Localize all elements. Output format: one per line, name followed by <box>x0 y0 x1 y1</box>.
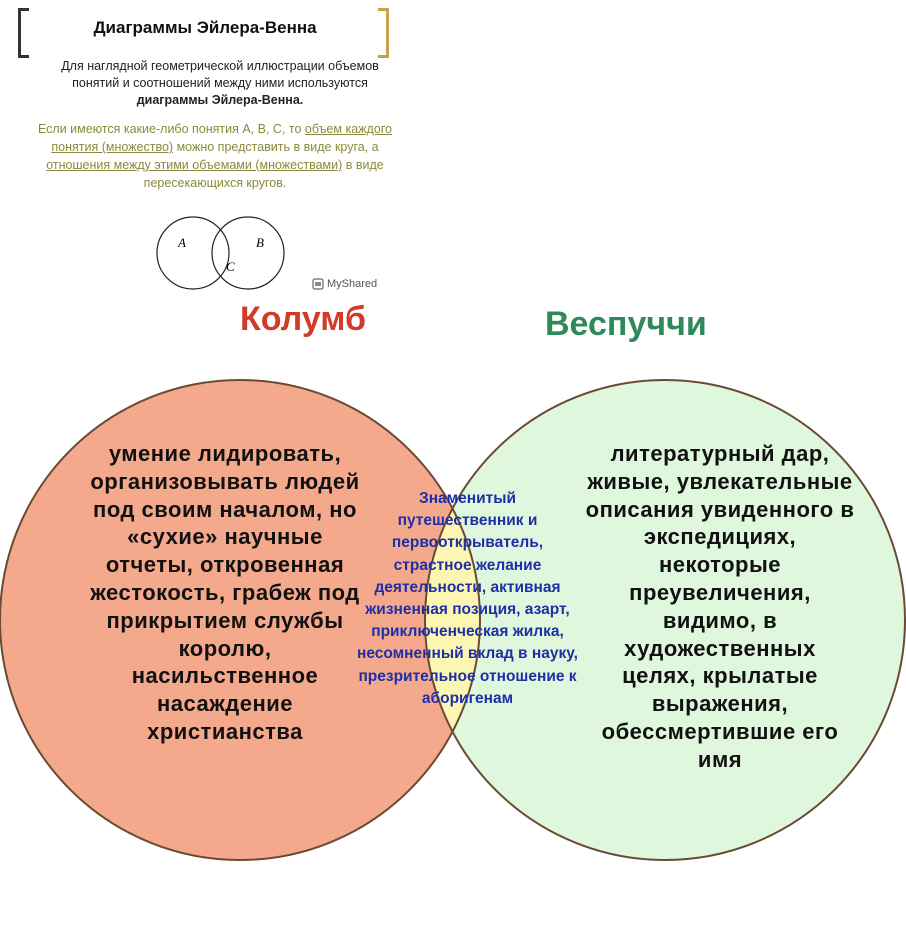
brand-mark: MyShared <box>312 278 377 290</box>
right-bracket <box>378 8 389 58</box>
slide-intro-text: Для наглядной геометрической иллюстрации… <box>61 59 379 90</box>
left-circle <box>0 380 480 860</box>
def-part-3: в виде пересекающихся кругов. <box>143 158 384 190</box>
def-part-2: можно представить в виде круга, а <box>176 140 379 154</box>
left-set-title: Колумб <box>240 300 366 338</box>
brand-name: MyShared <box>327 278 378 290</box>
slide-definition: Если имеются какие-либо понятия А, В, С,… <box>30 120 400 192</box>
overlap-text: Знаменитый путешественник и первооткрыва… <box>357 490 578 707</box>
mini-circle-a <box>156 216 230 290</box>
mini-circle-b <box>211 216 285 290</box>
def-link-1: объем каждого понятия (множество) <box>51 122 392 154</box>
right-circle-outline <box>424 379 906 861</box>
reference-slide <box>12 8 404 300</box>
left-circle-outline <box>0 379 481 861</box>
def-part-1: Если имеются какие-либо понятия А, В, С,… <box>37 122 302 136</box>
right-only-text: литературный дар, живые, увлекательные о… <box>585 441 855 772</box>
left-bracket <box>18 8 29 58</box>
mini-label-b: B <box>256 235 264 250</box>
mini-venn-diagram: A B C <box>156 216 285 290</box>
mini-label-a: A <box>177 235 186 250</box>
slide-intro-bold: диаграммы Эйлера-Венна. <box>136 93 304 107</box>
mini-label-c: C <box>226 259 235 274</box>
slide-title: Диаграммы Эйлера-Венна <box>93 18 317 37</box>
right-set-title: Веспуччи <box>545 305 707 343</box>
left-only-text: умение лидировать, организовывать людей … <box>90 441 360 744</box>
slide-intro: Для наглядной геометрической иллюстрации… <box>40 58 400 109</box>
right-circle <box>425 380 905 860</box>
def-link-2: отношения между этими объемами (множеств… <box>46 158 343 172</box>
brand-logo-icon <box>312 278 324 290</box>
